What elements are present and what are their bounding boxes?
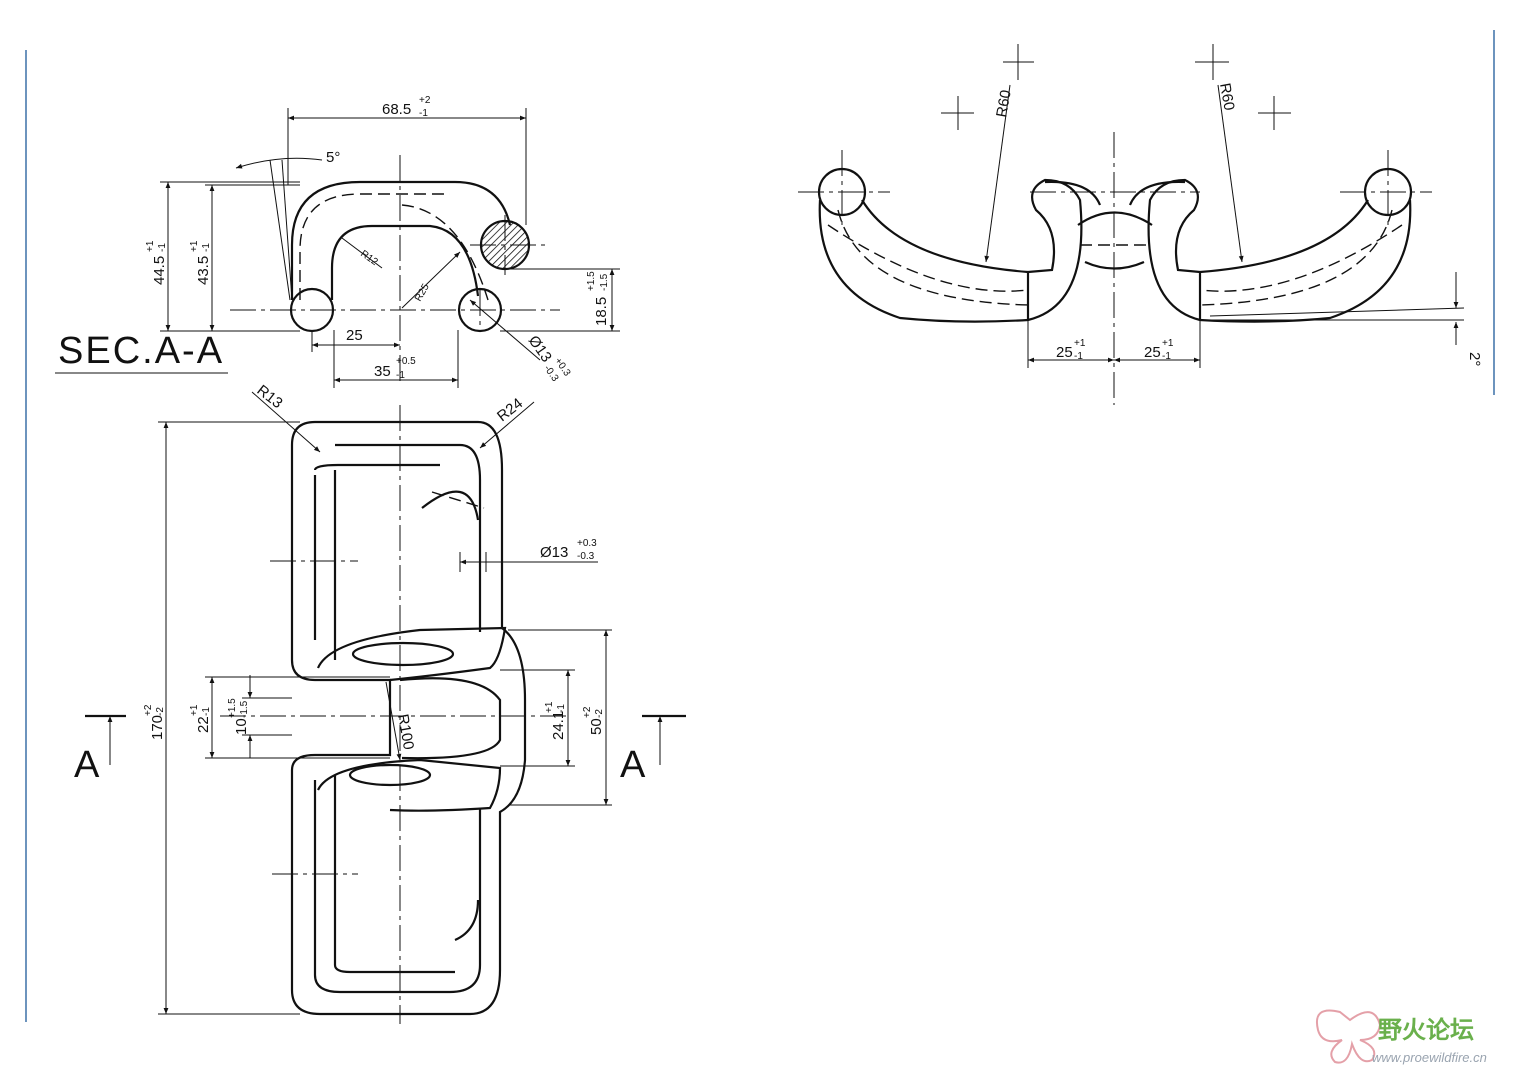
dim-dia-13-plan-tol-up: +0.3 bbox=[577, 538, 597, 549]
cut-label-right: A bbox=[620, 744, 647, 786]
section-view: 68.5 +2 -1 5° 44.5 +1 -1 43.5 +1 -1 R12 bbox=[55, 95, 620, 388]
front-view: R60 R60 25 +1 -1 25 +1 -1 2° bbox=[798, 44, 1483, 405]
dim-44-5-tol-dn: -1 bbox=[157, 243, 168, 252]
dim-r24: R24 bbox=[494, 395, 526, 425]
dim-r60-right: R60 bbox=[1216, 82, 1238, 112]
dim-68-5-tol-dn: -1 bbox=[419, 108, 428, 119]
dim-18-5-tol-up: +1.5 bbox=[586, 271, 597, 291]
dim-dia-13-section: Ø13 bbox=[525, 333, 555, 366]
watermark: 野火论坛 www.proewildfire.cn bbox=[1316, 1009, 1487, 1065]
dim-25-left-tol-up: +1 bbox=[1074, 338, 1086, 349]
dim-10-tol-up: +1.5 bbox=[227, 698, 238, 718]
butterfly-logo-icon bbox=[1316, 1009, 1382, 1064]
section-label: SEC.A-A bbox=[58, 330, 224, 372]
dim-25: 25 bbox=[346, 327, 363, 344]
section-circle-right bbox=[457, 287, 503, 333]
dim-18-5-tol-dn: -1.5 bbox=[599, 273, 610, 291]
dim-170: 170 bbox=[149, 715, 166, 740]
dim-44-5-tol-up: +1 bbox=[145, 240, 156, 252]
plan-view: R100 R13 R24 Ø13 +0.3 -0.3 170 +2 -2 bbox=[74, 382, 686, 1024]
dim-43-5: 43.5 bbox=[195, 256, 212, 285]
dim-r13: R13 bbox=[254, 382, 286, 412]
dim-35-tol-dn: -1 bbox=[396, 370, 405, 381]
dim-170-tol-dn: -2 bbox=[155, 707, 166, 716]
dim-r60-left: R60 bbox=[993, 89, 1015, 119]
dim-50: 50 bbox=[588, 718, 605, 735]
dim-10: 10 bbox=[233, 718, 250, 735]
dim-r25: R25 bbox=[413, 282, 432, 304]
watermark-cn: 野火论坛 bbox=[1378, 1016, 1474, 1044]
dim-68-5-tol-up: +2 bbox=[419, 95, 431, 106]
dim-dia-13-plan: Ø13 bbox=[540, 544, 568, 561]
dim-24-1-tol-up: +1 bbox=[544, 701, 555, 713]
dim-22-tol-up: +1 bbox=[189, 704, 200, 716]
dim-24-1-tol-dn: -1 bbox=[556, 704, 567, 713]
watermark-url: www.proewildfire.cn bbox=[1372, 1050, 1487, 1065]
section-hatched-circle bbox=[479, 219, 531, 271]
dim-43-5-tol-up: +1 bbox=[189, 240, 200, 252]
dim-angle-5: 5° bbox=[326, 149, 340, 166]
dim-25-left: 25 bbox=[1056, 344, 1073, 361]
cut-label-left: A bbox=[74, 744, 101, 786]
dim-50-tol-up: +2 bbox=[582, 706, 593, 718]
dim-dia-13-plan-tol-dn: -0.3 bbox=[577, 551, 595, 562]
dim-25-right-tol-dn: -1 bbox=[1162, 351, 1171, 362]
dim-170-tol-up: +2 bbox=[143, 704, 154, 716]
dim-44-5: 44.5 bbox=[151, 256, 168, 285]
dim-r100: R100 bbox=[394, 713, 417, 751]
dim-25-right-tol-up: +1 bbox=[1162, 338, 1174, 349]
dim-35-tol-up: +0.5 bbox=[396, 356, 416, 367]
dim-angle-2: 2° bbox=[1466, 352, 1483, 366]
dim-r12: R12 bbox=[358, 248, 380, 268]
dim-22: 22 bbox=[195, 716, 212, 733]
dim-22-tol-dn: -1 bbox=[201, 707, 212, 716]
dim-43-5-tol-dn: -1 bbox=[201, 243, 212, 252]
dim-35: 35 bbox=[374, 363, 391, 380]
dim-24-1: 24.1 bbox=[550, 711, 567, 740]
dim-10-tol-dn: -1.5 bbox=[239, 700, 250, 718]
dim-68-5: 68.5 bbox=[382, 101, 411, 118]
dim-25-right: 25 bbox=[1144, 344, 1161, 361]
dim-18-5: 18.5 bbox=[593, 297, 610, 326]
dim-25-left-tol-dn: -1 bbox=[1074, 351, 1083, 362]
dim-50-tol-dn: -2 bbox=[594, 709, 605, 718]
